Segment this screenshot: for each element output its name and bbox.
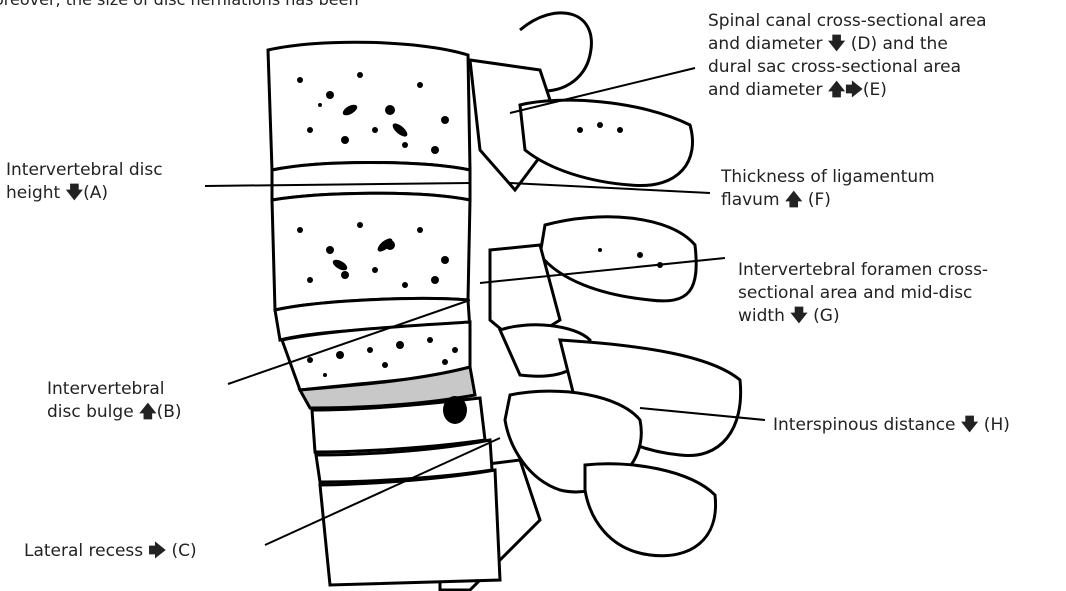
label-foramen-line3: width [738, 306, 790, 326]
label-disc-bulge-line2: disc bulge [47, 402, 139, 422]
leader-line-F [510, 183, 710, 193]
vertebra-top [268, 42, 470, 170]
label-dural-sac-tag: (E) [863, 80, 887, 100]
label-ligamentum-flavum-tag: (F) [802, 190, 830, 210]
label-spinal-canal: Spinal canal cross-sectional area and di… [708, 10, 987, 102]
label-disc-height-line1: Intervertebral disc [6, 159, 163, 182]
label-disc-height-line2: height [6, 183, 66, 203]
label-disc-height: Intervertebral disc height 🡇(A) [6, 159, 163, 205]
label-disc-bulge: Intervertebral disc bulge 🡅(B) [47, 378, 182, 424]
label-foramen-tag: (G) [808, 306, 840, 326]
label-ligamentum-flavum: Thickness of ligamentum flavum 🡅 (F) [721, 166, 935, 212]
label-interspinous-tag: (H) [978, 415, 1009, 435]
arrow-down-icon: 🡇 [961, 415, 978, 435]
label-dural-sac-line4: and diameter [708, 80, 828, 100]
arrow-up-icon: 🡅 [785, 190, 802, 210]
arrow-right-icon: 🡆 [149, 541, 167, 561]
label-lateral-recess: Lateral recess 🡆 (C) [24, 540, 197, 563]
label-interspinous-distance: Interspinous distance 🡇 (H) [773, 414, 1010, 437]
arrow-up-icon: 🡅 [828, 80, 845, 100]
label-foramen-line1: Intervertebral foramen cross- [738, 259, 988, 282]
label-interspinous-text: Interspinous distance [773, 415, 961, 435]
arrow-right-icon: 🡆 [845, 80, 863, 100]
label-spinal-canal-line1: Spinal canal cross-sectional area [708, 10, 987, 33]
label-spinal-canal-line2: and diameter [708, 34, 828, 54]
label-lateral-recess-text: Lateral recess [24, 541, 149, 561]
label-dural-sac-line3: dural sac cross-sectional area [708, 56, 987, 79]
vertebral-bodies [268, 42, 500, 585]
vertebra-mid [272, 193, 470, 310]
label-foramen-line2: sectional area and mid-disc [738, 282, 988, 305]
label-disc-bulge-tag: (B) [157, 402, 182, 422]
arrow-up-icon: 🡅 [139, 402, 156, 422]
label-ligamentum-flavum-line1: Thickness of ligamentum [721, 166, 935, 189]
label-ligamentum-flavum-line2: flavum [721, 190, 785, 210]
label-spinal-canal-line2-suffix: (D) and the [845, 34, 947, 54]
arrow-down-icon: 🡇 [790, 306, 807, 326]
label-lateral-recess-tag: (C) [166, 541, 197, 561]
label-intervertebral-foramen: Intervertebral foramen cross- sectional … [738, 259, 988, 328]
arrow-down-icon: 🡇 [828, 34, 845, 54]
label-disc-bulge-line1: Intervertebral [47, 378, 182, 401]
arrow-down-icon: 🡇 [66, 183, 83, 203]
label-disc-height-tag: (A) [83, 183, 108, 203]
